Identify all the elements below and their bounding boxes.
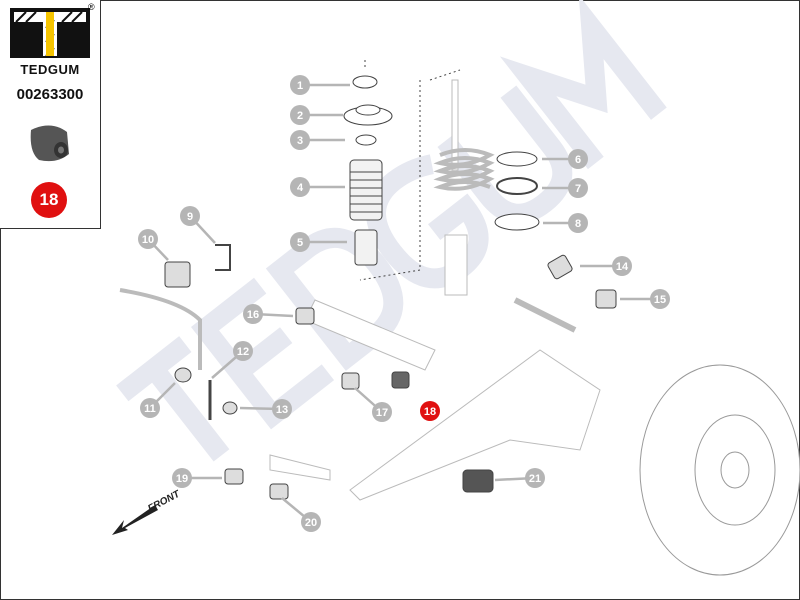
callout-4[interactable]: 4 (290, 177, 345, 197)
watermark-logo (116, 0, 667, 462)
highlighted-part-badge: 18 (31, 182, 67, 218)
callout-circle (233, 341, 253, 361)
callout-1[interactable]: 1 (290, 75, 350, 95)
front-label: FRONT (146, 488, 182, 514)
callout-circle (568, 213, 588, 233)
callout-number: 9 (187, 211, 193, 223)
callout-number: 13 (276, 404, 288, 416)
callout-circle (372, 402, 392, 422)
callout-circle (290, 75, 310, 95)
callout-number: 11 (144, 403, 156, 415)
callout-number: 7 (575, 183, 581, 195)
callout-7[interactable]: 7 (542, 178, 588, 198)
trailing-arm (349, 349, 601, 501)
callout-15[interactable]: 15 (620, 289, 670, 309)
part-19-bushing (224, 468, 244, 485)
coil-spring (433, 148, 495, 191)
callout-circle (140, 398, 160, 418)
callout-19[interactable]: 19 (172, 468, 222, 488)
strut-rod (451, 79, 459, 171)
callout-circle (172, 468, 192, 488)
callout-circle (290, 130, 310, 150)
callout-circle (290, 232, 310, 252)
stabilizer-bar (119, 288, 202, 370)
callout-circle (568, 178, 588, 198)
callout-number: 4 (297, 182, 304, 194)
registered-mark: ® (88, 2, 95, 12)
callout-circle (290, 177, 310, 197)
callout-2[interactable]: 2 (290, 105, 343, 125)
callout-number: 10 (142, 234, 154, 246)
callout-number: 5 (297, 237, 303, 249)
callout-number: 20 (305, 517, 317, 529)
callout-17[interactable]: 17 (354, 387, 392, 422)
callout-16[interactable]: 16 (243, 304, 294, 324)
callout-12[interactable]: 12 (211, 341, 253, 379)
brand-name: TEDGUM (20, 62, 80, 77)
front-arrow-icon (112, 505, 158, 535)
part-20-bushing (269, 483, 289, 500)
part-13-bushing (222, 401, 238, 415)
part-number: 00263300 (16, 86, 84, 103)
callout-circle (650, 289, 670, 309)
part-1-bearing (352, 75, 378, 89)
callout-number: 17 (376, 407, 388, 419)
callout-number: 2 (297, 110, 303, 122)
callout-number: 15 (654, 294, 666, 306)
callout-circle (272, 399, 292, 419)
callout-circle (180, 206, 200, 226)
callout-number: 12 (237, 346, 249, 358)
callout-circle (525, 468, 545, 488)
callout-number: 19 (176, 473, 188, 485)
callout-21[interactable]: 21 (494, 468, 545, 488)
callout-number: 6 (575, 154, 581, 166)
callout-circle (612, 256, 632, 276)
part-4-dust-boot (349, 159, 383, 221)
product-panel: ® TEDGUM 00263300 18 (0, 0, 101, 229)
callout-18[interactable]: 18 (420, 401, 440, 421)
callout-number: 16 (247, 309, 259, 321)
part-18-bushing (391, 371, 410, 389)
callout-11[interactable]: 11 (140, 382, 176, 418)
part-5-bump-stop (354, 229, 378, 266)
part-3-cup (355, 134, 377, 146)
part-8-seat (494, 213, 540, 231)
callout-circle (243, 304, 263, 324)
part-21-bushing (462, 469, 494, 493)
callout-number: 8 (575, 218, 581, 230)
callout-number: 21 (529, 473, 541, 485)
part-10-bushing (164, 261, 191, 288)
callout-20[interactable]: 20 (281, 497, 321, 532)
callout-14[interactable]: 14 (580, 256, 632, 276)
callout-circle (138, 229, 158, 249)
callout-5[interactable]: 5 (290, 232, 347, 252)
bushing-product-image (30, 125, 69, 162)
callout-number: 14 (616, 261, 629, 273)
callout-number: 1 (297, 80, 303, 92)
part-16-bushing (295, 307, 315, 325)
part-17-bushing (341, 372, 360, 390)
callout-number: 3 (297, 135, 303, 147)
callout-number: 18 (424, 406, 436, 418)
part-11-bushing (174, 367, 192, 383)
callout-circle (420, 401, 440, 421)
callout-10[interactable]: 10 (138, 229, 169, 261)
part-14-link (547, 254, 573, 280)
callout-8[interactable]: 8 (543, 213, 588, 233)
part-6-seat (496, 151, 538, 167)
callout-9[interactable]: 9 (180, 206, 216, 244)
callout-6[interactable]: 6 (542, 149, 588, 169)
callout-13[interactable]: 13 (239, 399, 292, 419)
callout-circle (290, 105, 310, 125)
callout-circle (568, 149, 588, 169)
tedgum-logo (10, 8, 90, 58)
part-15-bushing (595, 289, 617, 309)
part-9-clamp (215, 244, 231, 271)
callout-circle (301, 512, 321, 532)
callout-3[interactable]: 3 (290, 130, 345, 150)
part-7-bearing (496, 177, 538, 195)
